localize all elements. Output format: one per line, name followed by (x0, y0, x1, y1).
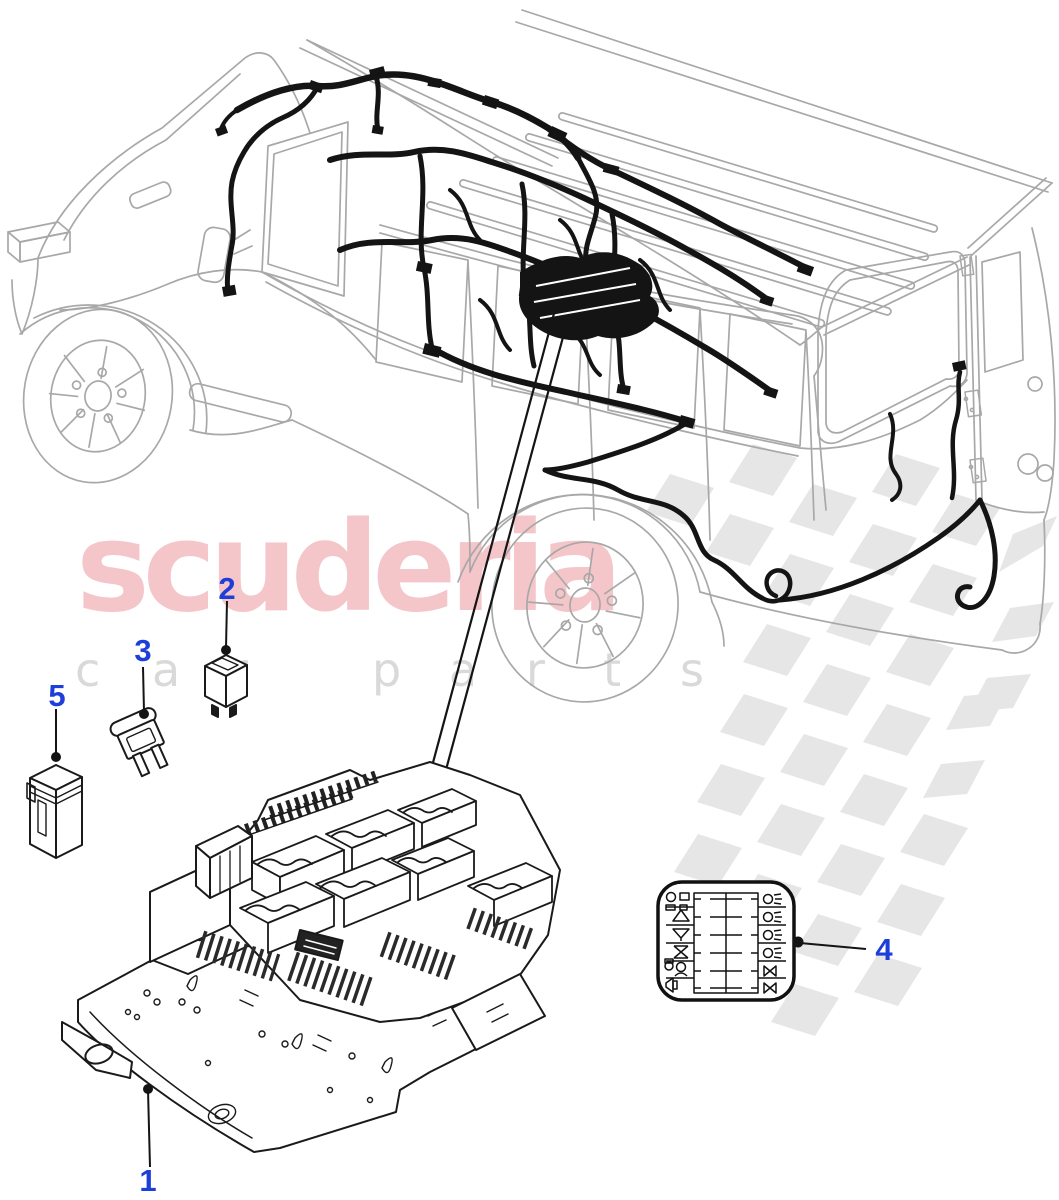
front-wheel (22, 308, 174, 484)
harness-connectors (215, 66, 967, 429)
callout-2[interactable]: 2 (218, 571, 236, 655)
in-dash-fusebox-slashes (533, 267, 641, 319)
part-relay (204, 654, 248, 718)
callout-1[interactable]: 1 (139, 1084, 157, 1198)
triangle-up-icon (672, 909, 690, 922)
headlamp-icon (762, 893, 782, 959)
callout-3[interactable]: 3 (134, 633, 152, 719)
watermark-letter: s (680, 643, 704, 697)
in-dash-fusebox (518, 252, 659, 341)
part-fusebox-bracket (61, 761, 561, 1153)
callout-5[interactable]: 5 (48, 678, 66, 762)
horn-icon (665, 977, 678, 993)
circle-and-squares-icon (665, 891, 690, 911)
callout-number: 4 (875, 932, 893, 967)
watermark-letter: c (75, 643, 101, 697)
callout-number: 5 (48, 678, 65, 713)
callouts: 1 2 3 4 5 (48, 571, 893, 1198)
triangle-down-icon (672, 928, 690, 941)
rear-wheel (491, 507, 679, 703)
fusebox-leader-lines (422, 305, 571, 804)
twin-lamps-icon (664, 958, 688, 977)
watermark-brand-text: scuderia (76, 496, 623, 640)
callout-4[interactable]: 4 (792, 932, 894, 967)
watermark-letter: a (152, 643, 181, 697)
callout-number: 2 (218, 571, 235, 606)
callout-number: 1 (139, 1163, 156, 1198)
part-fuse-label (656, 880, 796, 1002)
checkered-flag-watermark (646, 444, 1057, 1036)
part-fusible-link (26, 764, 83, 859)
callout-number: 3 (134, 633, 151, 668)
crossed-lines-icon (673, 945, 689, 959)
watermark-letter: p (372, 643, 402, 697)
bowtie-fuse-icon (763, 965, 777, 994)
